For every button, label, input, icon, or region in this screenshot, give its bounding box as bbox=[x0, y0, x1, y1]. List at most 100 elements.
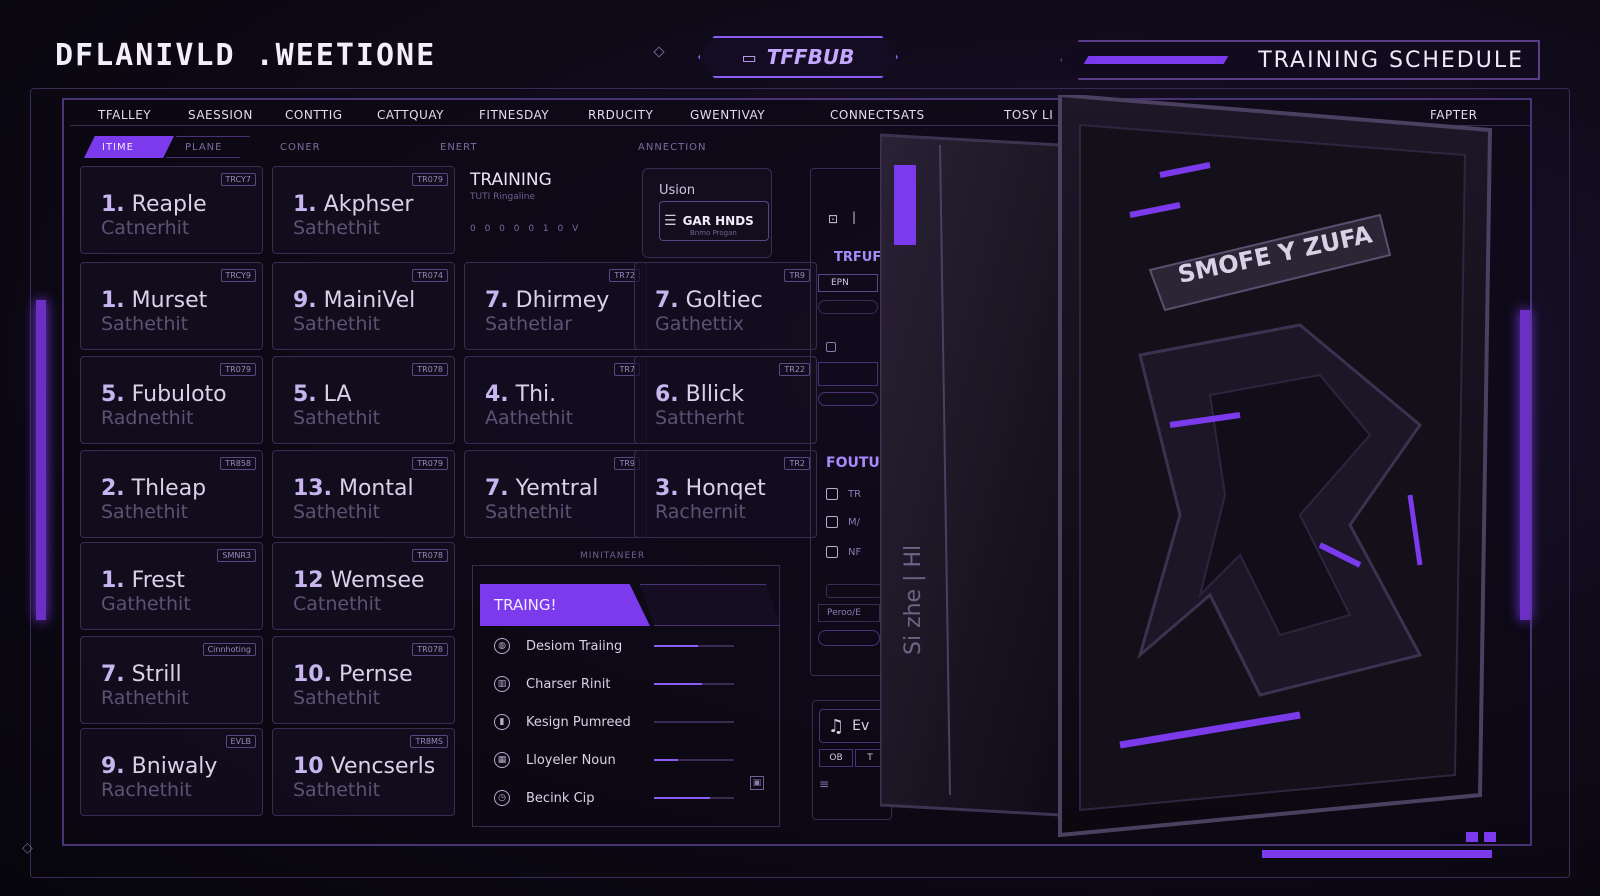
session-title: Akphser bbox=[323, 192, 414, 217]
window-icon[interactable]: ⊡ bbox=[828, 212, 839, 226]
training-list-item[interactable]: ▮Kesign Pumreed bbox=[494, 714, 734, 730]
corner-arrow-icon: ◇ bbox=[22, 840, 33, 856]
subtab-corner[interactable]: CONER bbox=[280, 141, 321, 153]
options-slider-c[interactable] bbox=[818, 630, 880, 646]
training-list-item[interactable]: ◷Becink Cip bbox=[494, 790, 734, 806]
option-checkbox-row[interactable]: TR bbox=[826, 488, 861, 500]
training-bar-tail bbox=[640, 584, 780, 626]
training-title: TRAINING bbox=[470, 170, 552, 190]
nav-item-6[interactable]: RRDUCITY bbox=[588, 108, 654, 122]
session-name: 10 Vencserls bbox=[293, 754, 435, 779]
training-list-item[interactable]: ▥Charser Rinit bbox=[494, 676, 734, 692]
checkbox[interactable] bbox=[826, 488, 838, 500]
session-subtitle: Rathethit bbox=[101, 687, 189, 709]
session-number: 1. bbox=[101, 192, 125, 217]
session-tag: TR079 bbox=[220, 363, 256, 376]
session-subtitle: Sathethit bbox=[293, 407, 381, 429]
subtab-enert[interactable]: ENERT bbox=[440, 141, 478, 153]
training-button[interactable]: TRAING! bbox=[480, 584, 650, 626]
training-list-item[interactable]: ◍Desiom Traiing bbox=[494, 638, 734, 654]
session-tag: TR858 bbox=[220, 457, 256, 470]
session-title: Goltiec bbox=[685, 288, 763, 313]
session-title: Thleap bbox=[131, 476, 207, 501]
session-number: 2. bbox=[101, 476, 125, 501]
options-slider-b[interactable] bbox=[818, 392, 878, 406]
right-accent-bar bbox=[1520, 310, 1530, 620]
session-title: Vencserls bbox=[330, 754, 436, 779]
session-number: 10 bbox=[293, 754, 324, 779]
subtab-time[interactable]: ITIME bbox=[84, 136, 174, 158]
left-accent-bar bbox=[36, 300, 46, 620]
session-subtitle: Sathetlar bbox=[485, 313, 573, 335]
subtab-plane[interactable]: PLANE bbox=[166, 136, 250, 158]
session-subtitle: Catnethit bbox=[293, 593, 382, 615]
nav-item-4[interactable]: CATTQUAY bbox=[377, 108, 444, 122]
options-toggle[interactable] bbox=[818, 362, 878, 386]
header-stripe bbox=[1083, 56, 1229, 64]
session-number: 7. bbox=[485, 476, 509, 501]
vision-button[interactable]: ☰ GAR HNDS Bnmo Progan bbox=[659, 201, 769, 241]
option-checkbox-row[interactable]: M/ bbox=[826, 516, 860, 528]
nav-item-1[interactable]: TFALLEY bbox=[98, 108, 152, 122]
session-number: 3. bbox=[655, 476, 679, 501]
options-input[interactable] bbox=[826, 584, 881, 598]
footer-block-a bbox=[1466, 832, 1478, 842]
music-button[interactable]: ♫ Ev bbox=[819, 709, 887, 743]
expand-icon[interactable]: ▣ bbox=[750, 776, 764, 790]
session-name: 2. Thleap bbox=[101, 476, 206, 501]
training-item-progress bbox=[654, 683, 734, 685]
session-tag: TR079 bbox=[412, 173, 448, 186]
footer-accent-bar bbox=[1262, 850, 1492, 858]
options-heading: TRFUF bbox=[834, 250, 882, 265]
nav-item-9[interactable]: TOSY LI bbox=[1004, 108, 1054, 122]
options-field[interactable]: Peroo/E bbox=[818, 604, 880, 622]
options-pill[interactable]: EPN bbox=[818, 274, 878, 292]
calendar-icon: ▦ bbox=[494, 752, 510, 768]
nav-item-2[interactable]: SAESSION bbox=[188, 108, 253, 122]
training-item-label: Kesign Pumreed bbox=[526, 714, 631, 730]
session-title: Wemsee bbox=[330, 568, 425, 593]
session-number: 1. bbox=[101, 568, 125, 593]
checkbox[interactable] bbox=[826, 546, 838, 558]
checkbox-a[interactable] bbox=[826, 342, 836, 352]
session-name: 1. Reaple bbox=[101, 192, 207, 217]
nav-item-3[interactable]: CONTTIG bbox=[285, 108, 343, 122]
session-tag: TR079 bbox=[412, 457, 448, 470]
session-title: MainiVel bbox=[323, 288, 416, 313]
session-title: Murset bbox=[131, 288, 208, 313]
nav-item-5[interactable]: FITNESDAY bbox=[479, 108, 550, 122]
checkbox[interactable] bbox=[826, 516, 838, 528]
subtab-annection[interactable]: ANNECTION bbox=[638, 141, 707, 153]
option-checkbox-row[interactable]: NF bbox=[826, 546, 861, 558]
session-number: 12 bbox=[293, 568, 324, 593]
nav-item-7[interactable]: GWENTIVAY bbox=[690, 108, 766, 122]
nav-item-10[interactable]: FAPTER bbox=[1430, 108, 1478, 122]
center-badge[interactable]: ▭ TFFBUB bbox=[698, 36, 898, 78]
schedule-header: TRAINING SCHEDULE bbox=[1060, 40, 1540, 80]
session-number: 1. bbox=[101, 288, 125, 313]
nav-item-8[interactable]: CONNECTSATS bbox=[830, 108, 925, 122]
music-tab-a[interactable]: OB bbox=[819, 749, 853, 767]
training-list-item[interactable]: ▦Lloyeler Noun bbox=[494, 752, 734, 768]
options-slider[interactable] bbox=[818, 300, 878, 314]
